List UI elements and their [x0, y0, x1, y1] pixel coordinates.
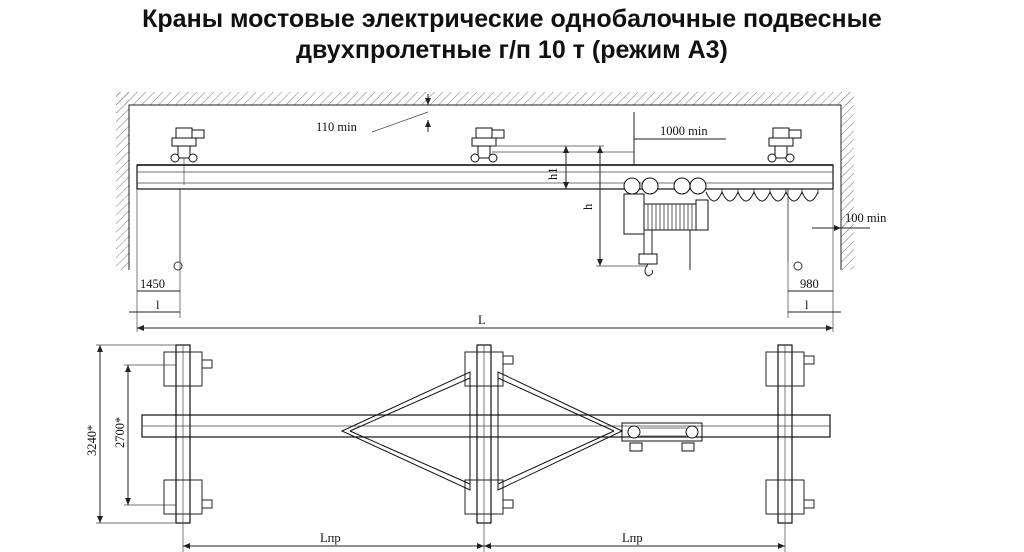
dim-L: L [478, 313, 486, 327]
suspension-unit-left [170, 127, 205, 185]
dim-980: 980 [800, 277, 819, 291]
main-girder [136, 164, 834, 190]
runway-left [163, 344, 213, 524]
dim-1450: 1450 [140, 277, 165, 291]
electric-hoist [623, 177, 709, 277]
dim-110-min: 110 min [316, 120, 358, 134]
dim-l-right: l [805, 298, 809, 312]
title-line-2: двухпролетные г/п 10 т (режим А3) [296, 36, 728, 64]
suspension-unit-middle [470, 127, 505, 163]
dim-2700: 2700* [113, 417, 127, 448]
festoon-cable [705, 190, 819, 202]
truss-bracing [340, 371, 624, 491]
dim-l-left: l [156, 298, 160, 312]
dim-lpr-left: Lпр [320, 531, 341, 545]
building-walls [116, 92, 854, 270]
elevation-view: 110 min 1000 min h1 h 100 min 1450 l 980… [116, 92, 887, 332]
suspension-unit-right [767, 127, 802, 163]
plan-hoist [621, 422, 703, 452]
dim-1000-min: 1000 min [660, 124, 708, 138]
dim-100-min: 100 min [845, 211, 887, 225]
dim-h: h [581, 203, 595, 210]
title-line-1: Краны мостовые электрические однобалочны… [142, 5, 882, 33]
plan-girder [141, 414, 831, 438]
dim-h1: h1 [546, 168, 560, 181]
runway-right [765, 344, 815, 524]
drawing-title: Краны мостовые электрические однобалочны… [0, 4, 1024, 66]
pendant-left [173, 189, 183, 271]
runway-middle [464, 344, 514, 524]
plan-view: 3240* 2700* Lпр Lпр [85, 344, 831, 552]
dim-3240: 3240* [85, 425, 99, 456]
dim-lpr-right: Lпр [622, 531, 643, 545]
